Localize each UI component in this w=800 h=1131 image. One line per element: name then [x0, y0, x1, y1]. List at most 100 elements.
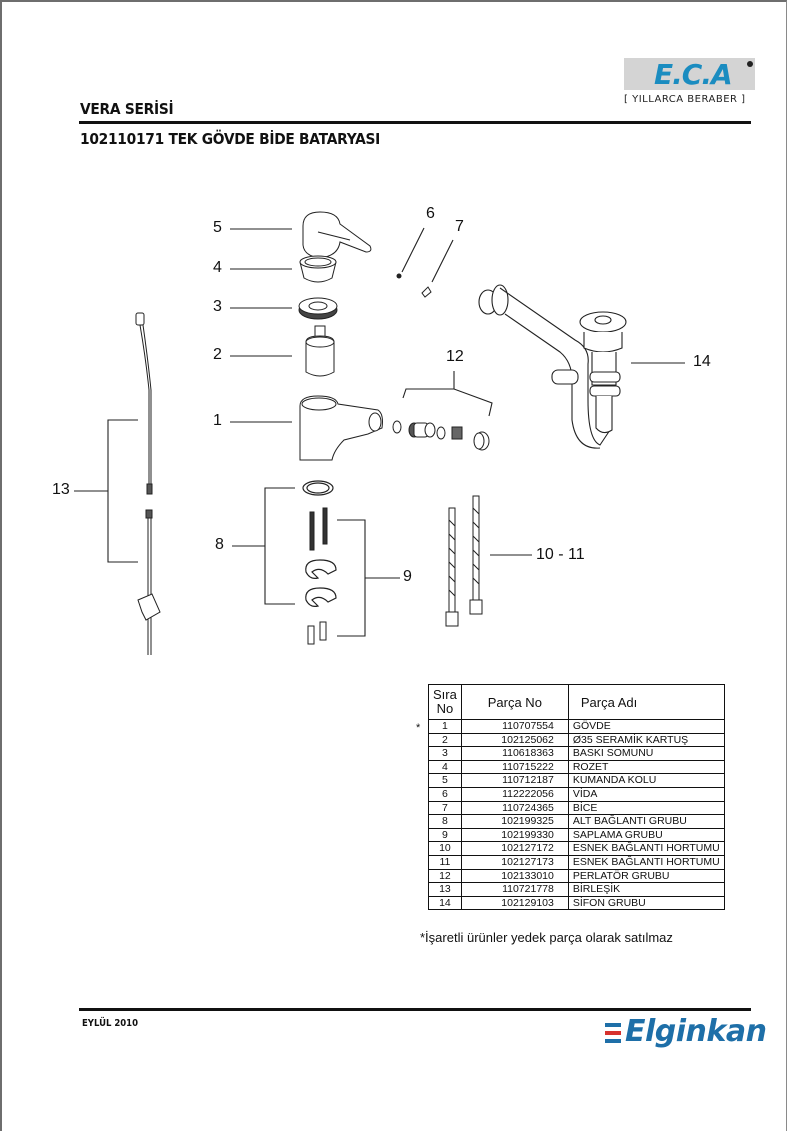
- eca-slogan: [ YILLARCA BERABER ]: [624, 94, 746, 105]
- bracket-13: [107, 419, 138, 563]
- eca-logo: E.C.A: [624, 58, 755, 91]
- cell-part-name: GÖVDE: [567, 719, 725, 734]
- part-5-handle: [302, 211, 372, 259]
- exploded-parts-diagram: [74, 211, 685, 655]
- cell-no: 5: [428, 773, 462, 788]
- cell-part-no: 110707554: [460, 719, 569, 734]
- cell-part-name: SAPLAMA GRUBU: [567, 827, 725, 843]
- cell-no: 9: [428, 827, 462, 843]
- cell-part-no: 102199330: [460, 827, 569, 843]
- cell-part-no: 110724365: [460, 800, 569, 816]
- logo-bar: [605, 1023, 621, 1027]
- callout-4: 4: [213, 259, 222, 276]
- logo-bar: [605, 1031, 621, 1035]
- not-sold-marker: *: [416, 722, 421, 734]
- cell-no: 1: [428, 719, 462, 734]
- registered-mark-icon: [747, 61, 753, 67]
- part-3-nut: [298, 297, 338, 320]
- cell-part-no: 110721778: [460, 882, 569, 897]
- part-4-rosette: [299, 255, 337, 283]
- column-header-part-no: Parça No: [460, 684, 569, 720]
- cell-part-name: Ø35 SERAMİK KARTUŞ: [567, 732, 725, 748]
- part-6-screw: [396, 273, 402, 279]
- cell-part-no: 110618363: [460, 746, 569, 761]
- part-2-cartridge: [305, 325, 335, 377]
- cell-part-no: 112222056: [460, 786, 569, 802]
- cell-no: 8: [428, 814, 462, 829]
- callout-10-11: 10 - 11: [536, 546, 585, 563]
- series-title: VERA SERİSİ: [80, 100, 174, 118]
- part-13-rod: [135, 312, 161, 655]
- cell-no: 14: [428, 895, 462, 911]
- part-9-studs: [307, 507, 328, 645]
- cell-no: 3: [428, 746, 462, 761]
- cell-part-name: BİRLEŞİK: [567, 882, 725, 897]
- footnote: *İşaretli ürünler yedek parça olarak sat…: [420, 930, 673, 945]
- cell-part-name: ROZET: [567, 759, 725, 775]
- bracket-12: [402, 388, 493, 417]
- bracket-8: [264, 487, 295, 605]
- cell-no: 4: [428, 759, 462, 775]
- cell-part-name: ALT BAĞLANTI GRUBU: [567, 814, 725, 829]
- callout-5: 5: [213, 219, 222, 236]
- cell-part-no: 102133010: [460, 868, 569, 884]
- callout-2: 2: [213, 346, 222, 363]
- callout-8: 8: [215, 536, 224, 553]
- callout-3: 3: [213, 298, 222, 315]
- cell-part-no: 102125062: [460, 732, 569, 748]
- cell-no: 12: [428, 868, 462, 884]
- column-header-part-name: Parça Adı: [567, 684, 725, 720]
- leader-line-7: [431, 239, 454, 283]
- callout-12: 12: [446, 348, 464, 365]
- footer-divider: [79, 1008, 751, 1011]
- cell-no: 13: [428, 882, 462, 897]
- cell-part-no: 110715222: [460, 759, 569, 775]
- cell-no: 10: [428, 841, 462, 856]
- publication-date: EYLÜL 2010: [82, 1018, 139, 1029]
- cell-part-name: VİDA: [567, 786, 725, 802]
- callout-13: 13: [52, 481, 70, 498]
- leader-line-6: [401, 227, 425, 273]
- callout-7: 7: [455, 218, 464, 235]
- part-8-lower-group: [302, 480, 337, 607]
- cell-part-no: 102127173: [460, 854, 569, 870]
- eca-logo-text: E.C.A: [654, 58, 733, 91]
- elginkan-logo-text: Elginkan: [625, 1014, 767, 1049]
- callout-9: 9: [403, 568, 412, 585]
- cell-part-no: 102129103: [460, 895, 569, 911]
- callout-6: 6: [426, 205, 435, 222]
- cell-part-no: 102127172: [460, 841, 569, 856]
- bracket-9: [337, 519, 366, 637]
- part-1-body: [299, 395, 383, 461]
- cell-part-name: BASKI SOMUNU: [567, 746, 725, 761]
- part-7-pin: [421, 286, 432, 298]
- logo-bar: [605, 1039, 621, 1043]
- cell-no: 2: [428, 732, 462, 748]
- cell-part-name: SİFON GRUBU: [567, 895, 725, 911]
- cell-no: 7: [428, 800, 462, 816]
- cell-no: 11: [428, 854, 462, 870]
- part-12-aerator-group: [392, 420, 490, 451]
- product-title: 102110171 TEK GÖVDE BİDE BATARYASI: [80, 130, 381, 148]
- cell-part-name: KUMANDA KOLU: [567, 773, 725, 788]
- cell-part-name: ESNEK BAĞLANTI HORTUMU: [567, 841, 725, 856]
- elginkan-bars-icon: [605, 1023, 621, 1045]
- cell-no: 6: [428, 786, 462, 802]
- callout-1: 1: [213, 412, 222, 429]
